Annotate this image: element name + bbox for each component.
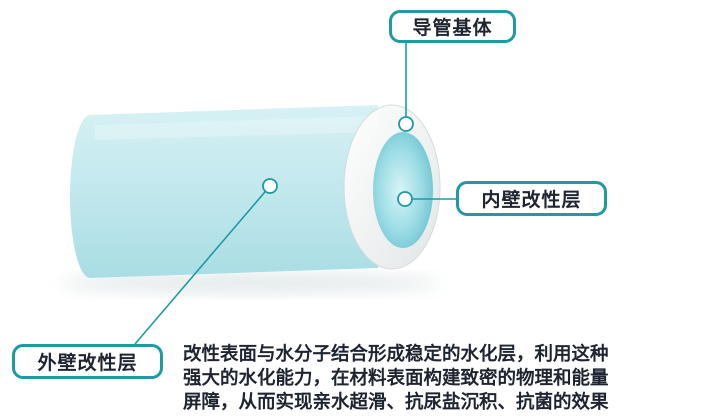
outer-layer-highlight [95, 116, 375, 140]
description-text: 改性表面与水分子结合形成稳定的水化层，利用这种 强大的水化能力，在材料表面构建致… [183, 343, 711, 415]
label-outer-modified-layer: 外壁改性层 [12, 344, 163, 379]
marker-dot-outer [262, 178, 278, 194]
description-line-2: 强大的水化能力，在材料表面构建致密的物理和能量 [183, 368, 609, 389]
marker-dot-base [398, 116, 414, 132]
description-line-1: 改性表面与水分子结合形成稳定的水化层，利用这种 [183, 344, 609, 365]
label-catheter-base: 导管基体 [389, 10, 516, 43]
inner-modified-layer [373, 132, 433, 248]
label-inner-modified-layer: 内壁改性层 [456, 181, 607, 216]
outer-modified-layer [70, 105, 378, 278]
marker-dot-inner [397, 191, 413, 207]
tube-shadow [60, 274, 440, 292]
leader-line-outer [134, 185, 271, 345]
description-line-3: 屏障，从而实现亲水超滑、抗尿盐沉积、抗菌的效果 [183, 392, 609, 413]
